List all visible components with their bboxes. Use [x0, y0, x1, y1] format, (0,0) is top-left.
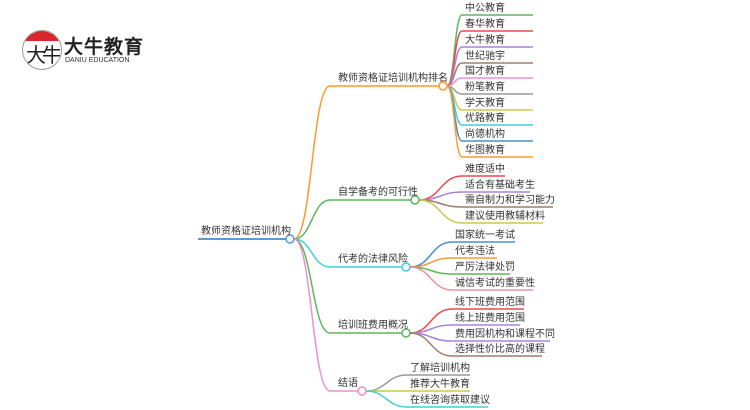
- collapse-toggle[interactable]: [410, 195, 420, 205]
- leaf-node[interactable]: 春华教育: [465, 17, 505, 30]
- branch-node[interactable]: 培训班费用概况: [338, 318, 408, 331]
- leaf-node[interactable]: 尚德机构: [465, 127, 505, 140]
- branch-node[interactable]: 代考的法律风险: [338, 252, 408, 265]
- root-node[interactable]: 教师资格证培训机构: [201, 224, 291, 237]
- leaf-node[interactable]: 费用因机构和课程不同: [455, 327, 555, 340]
- leaf-node[interactable]: 线下班费用范围: [455, 295, 525, 308]
- leaf-node[interactable]: 国才教育: [465, 64, 505, 77]
- collapse-toggle[interactable]: [438, 81, 448, 91]
- leaf-node[interactable]: 优路教育: [465, 111, 505, 124]
- leaf-node[interactable]: 了解培训机构: [410, 361, 470, 374]
- leaf-connector: [365, 374, 408, 392]
- leaf-node[interactable]: 诚信考试的重要性: [455, 276, 535, 289]
- leaf-connector: [365, 390, 408, 408]
- branch-node[interactable]: 结语: [338, 376, 358, 389]
- leaf-node[interactable]: 适合有基础考生: [465, 178, 535, 191]
- leaf-node[interactable]: 代考违法: [455, 244, 495, 257]
- leaf-node[interactable]: 在线咨询获取建议: [410, 393, 490, 406]
- leaf-connector: [418, 199, 463, 224]
- branch-node[interactable]: 教师资格证培训机构排名: [338, 71, 448, 84]
- leaf-node[interactable]: 粉笔教育: [465, 80, 505, 93]
- logo-mark-icon: 大牛: [22, 30, 62, 70]
- root-collapse-toggle[interactable]: [285, 234, 295, 244]
- branch-node[interactable]: 自学备考的可行性: [338, 185, 418, 198]
- collapse-toggle[interactable]: [357, 386, 367, 396]
- leaf-node[interactable]: 华图教育: [465, 143, 505, 156]
- logo-subtitle: DANIU EDUCATION: [65, 57, 130, 64]
- collapse-toggle[interactable]: [401, 262, 411, 272]
- leaf-connector: [409, 266, 453, 291]
- leaf-node[interactable]: 选择性价比高的课程: [455, 342, 545, 355]
- collapse-toggle[interactable]: [401, 328, 411, 338]
- leaf-node[interactable]: 大牛教育: [465, 33, 505, 46]
- leaf-node[interactable]: 学天教育: [465, 96, 505, 109]
- leaf-node[interactable]: 建议使用教辅材料: [465, 209, 545, 222]
- branch-connector: [293, 199, 331, 240]
- leaf-connector: [446, 85, 463, 158]
- branch-connector: [293, 85, 331, 240]
- leaf-node[interactable]: 线上班费用范围: [455, 311, 525, 324]
- leaf-node[interactable]: 严厉法律处罚: [455, 260, 515, 273]
- leaf-node[interactable]: 需自制力和学习能力: [465, 193, 555, 206]
- leaf-connector: [409, 332, 453, 357]
- leaf-node[interactable]: 难度适中: [465, 162, 505, 175]
- leaf-node[interactable]: 世纪驰宇: [465, 49, 505, 62]
- leaf-node[interactable]: 中公教育: [465, 1, 505, 14]
- daniu-logo: 大牛 大牛教育 DANIU EDUCATION: [22, 30, 145, 70]
- branch-connector: [293, 238, 331, 334]
- logo-name: 大牛教育: [64, 36, 145, 58]
- leaf-node[interactable]: 国家统一考试: [455, 228, 515, 241]
- leaf-node[interactable]: 推荐大牛教育: [410, 377, 470, 390]
- branch-connector: [293, 238, 331, 392]
